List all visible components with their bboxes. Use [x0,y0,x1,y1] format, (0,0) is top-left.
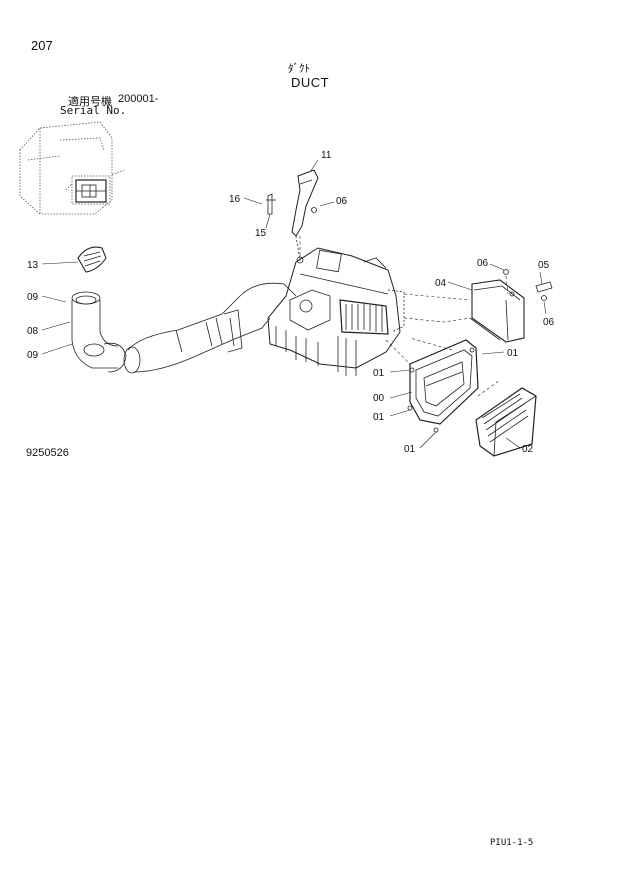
serial-range: 200001- [118,93,159,105]
machine-locator-sketch [19,121,125,215]
callout-label: 01 [404,444,416,455]
serial-label: Serial No. [60,104,127,117]
flexible-duct [123,282,297,374]
bolt-06-upper [311,207,317,213]
filter-02 [475,387,537,457]
bracket-16 [266,193,276,215]
filter-frame-00 [409,339,479,425]
callout-label: 08 [27,326,39,337]
vent-louver-13 [77,246,107,273]
callout-label: 06 [543,317,555,328]
callout-label: 06 [477,258,489,269]
page-code: PIU1-1-5 [490,838,534,848]
filter-cover-04 [469,279,525,343]
page-title: DUCT [291,75,330,90]
callout-labels: 11 16 06 15 13 09 08 09 06 05 04 06 01 0… [27,150,555,455]
deflector-11 [291,169,319,261]
callout-label: 06 [336,196,348,207]
callout-label: 13 [27,260,39,271]
callout-label: 01 [373,368,385,379]
page-title-japanese: ﾀﾞｸﾄ [288,63,310,75]
callout-label: 09 [27,292,39,303]
callout-label: 15 [255,228,267,239]
callout-label: 02 [522,444,534,455]
serial-label-japanese: 適用号機 [68,96,112,108]
callout-label: 04 [435,278,447,289]
assembly-lines [299,236,509,397]
page-number: 207 [31,38,53,53]
callout-label: 11 [321,150,332,161]
callout-label: 00 [373,393,385,404]
callout-label: 01 [507,348,519,359]
screw-06-right [503,269,547,301]
elbow-duct-08 [71,291,127,373]
air-conditioner-unit [267,247,405,376]
callout-label: 09 [27,350,39,361]
figure-code: 9250526 [26,447,69,459]
leader-lines [41,159,547,449]
callout-label: 01 [373,412,385,423]
callout-label: 16 [229,194,241,205]
callout-label: 05 [538,260,550,271]
locator-highlight [75,179,107,203]
clip-05 [535,281,553,293]
